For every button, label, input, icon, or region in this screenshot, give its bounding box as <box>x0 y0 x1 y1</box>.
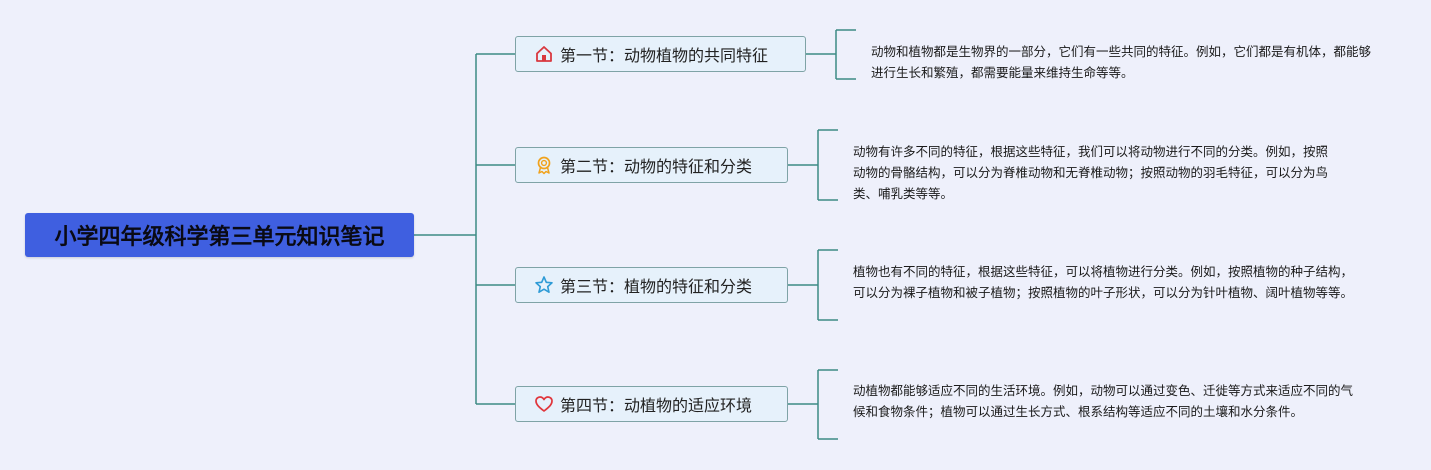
section-3-node[interactable]: 第三节：植物的特征和分类 <box>515 267 788 303</box>
heart-icon <box>534 394 554 414</box>
note-connector-4 <box>788 369 838 440</box>
root-topic[interactable]: 小学四年级科学第三单元知识笔记 <box>25 213 414 257</box>
note-connector-1 <box>806 29 856 80</box>
section-4-note: 动植物都能够适应不同的生活环境。例如，动物可以通过变色、迁徙等方式来适应不同的气… <box>853 383 1354 419</box>
section-3-label: 第三节：植物的特征和分类 <box>560 277 753 296</box>
section-4-label: 第四节：动植物的适应环境 <box>560 396 753 415</box>
section-3-note: 植物也有不同的特征，根据这些特征，可以将植物进行分类。例如，按照植物的种子结构，… <box>853 264 1354 300</box>
award-icon <box>534 155 554 175</box>
section-1-label: 第一节：动物植物的共同特征 <box>560 46 769 65</box>
section-1-note: 动物和植物都是生物界的一部分，它们有一些共同的特征。例如，它们都是有机体，都能够… <box>871 44 1372 80</box>
section-1-node[interactable]: 第一节：动物植物的共同特征 <box>515 36 806 72</box>
note-connector-2 <box>788 129 838 201</box>
house-icon <box>534 44 554 64</box>
section-4-node[interactable]: 第四节：动植物的适应环境 <box>515 386 788 422</box>
note-connector-3 <box>788 249 838 321</box>
section-2-note: 动物有许多不同的特征，根据这些特征，我们可以将动物进行不同的分类。例如，按照动物… <box>853 144 1329 201</box>
section-2-label: 第二节：动物的特征和分类 <box>560 157 753 176</box>
star-icon <box>534 275 554 295</box>
root-title: 小学四年级科学第三单元知识笔记 <box>54 225 385 250</box>
section-2-node[interactable]: 第二节：动物的特征和分类 <box>515 147 788 183</box>
